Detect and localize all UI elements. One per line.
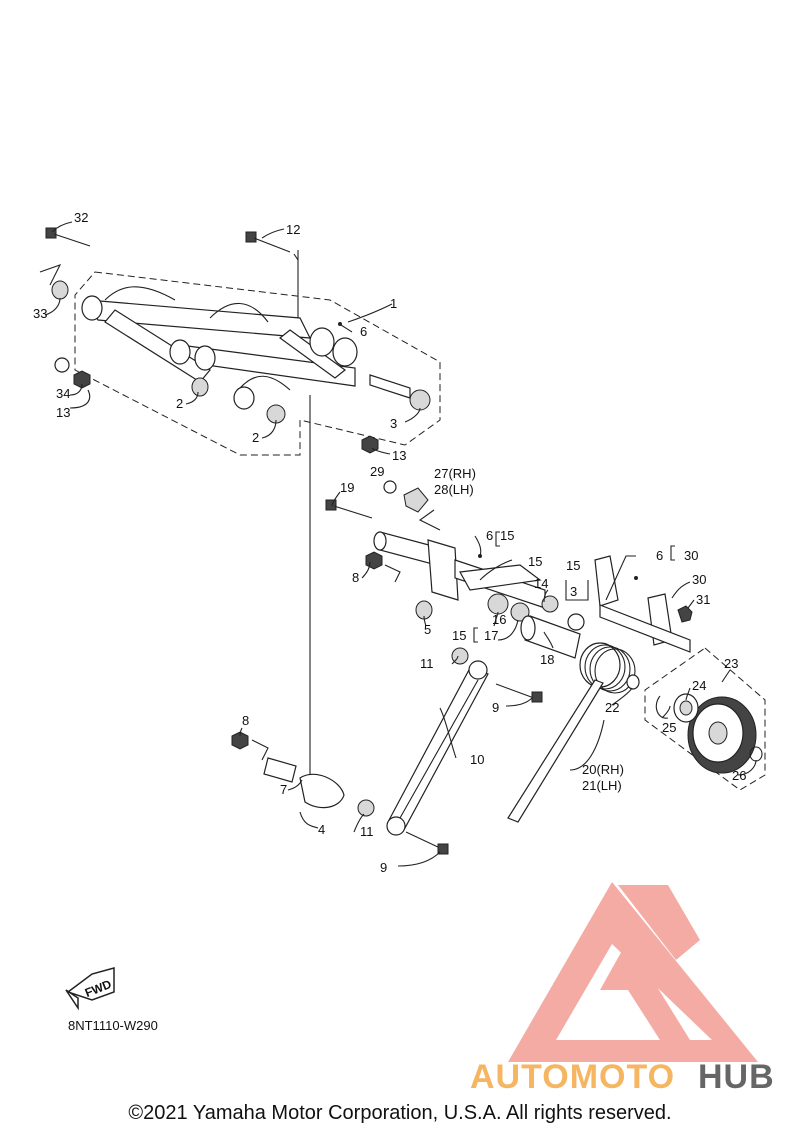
part-label: 22 xyxy=(605,700,619,715)
bolt-12 xyxy=(245,231,291,253)
part-label: 10 xyxy=(470,752,484,767)
part-label: 31 xyxy=(696,592,710,607)
part-label: 33 xyxy=(33,306,47,321)
watermark-logo xyxy=(508,882,758,1062)
bolt-9-lower xyxy=(405,831,449,855)
bracket-6-30 xyxy=(670,545,675,561)
leader-lines xyxy=(39,221,757,867)
bracket-6-15 xyxy=(495,531,500,547)
fwd-arrow-icon: FWD xyxy=(65,967,115,1011)
part-label: 16 xyxy=(492,612,506,627)
pivot-shaft-assembly xyxy=(373,531,585,631)
part-label: 8 xyxy=(242,713,249,728)
part-label: 6 xyxy=(360,324,367,339)
part-label: 28(LH) xyxy=(434,482,474,497)
link-arm xyxy=(386,660,489,836)
part-label: 25 xyxy=(662,720,676,735)
part-label: 29 xyxy=(370,464,384,479)
part-label: 17 xyxy=(484,628,498,643)
part-label: 21(LH) xyxy=(582,778,622,793)
part-label: 11 xyxy=(360,824,374,839)
watermark-text-automoto: AUTOMOTO xyxy=(470,1058,675,1096)
bushing-3-top xyxy=(409,389,431,411)
idler-wheel xyxy=(655,693,763,774)
part-label: 2 xyxy=(252,430,259,445)
part-label: 14 xyxy=(534,576,548,591)
part-label: 15 xyxy=(528,554,542,569)
bracket-15-17 xyxy=(473,627,478,643)
part-label: 3 xyxy=(570,584,577,599)
washer-22 xyxy=(626,674,640,690)
part-label: 13 xyxy=(392,448,406,463)
bolt-19 xyxy=(325,499,373,519)
part-label: 9 xyxy=(380,860,387,875)
wheel-assembly-box xyxy=(644,647,766,791)
bushing-2-upper xyxy=(191,377,209,397)
part-labels: 1 2 2 3 3 4 5 6 6 6 7 8 8 9 9 10 11 11 1… xyxy=(33,210,746,875)
part-label: 9 xyxy=(492,700,499,715)
part-label: 7 xyxy=(280,782,287,797)
part-label: 26 xyxy=(732,768,746,783)
part-label: 27(RH) xyxy=(434,466,476,481)
part-label: 2 xyxy=(176,396,183,411)
copyright-notice: ©2021 Yamaha Motor Corporation, U.S.A. A… xyxy=(128,1102,672,1124)
part-label: 8 xyxy=(352,570,359,585)
part-label: 34 xyxy=(56,386,70,401)
part-label: 6 xyxy=(656,548,663,563)
part-label: 19 xyxy=(340,480,354,495)
clip-upper xyxy=(384,564,401,583)
bracket-4 xyxy=(299,773,345,809)
part-label: 18 xyxy=(540,652,554,667)
bushing-11-lower xyxy=(357,799,375,817)
nut-13-right xyxy=(361,435,379,454)
bolt-31 xyxy=(677,605,693,623)
bolt-9-upper xyxy=(495,683,543,703)
part-label: 30 xyxy=(684,548,698,563)
ring-29 xyxy=(383,480,397,494)
cap-27-28 xyxy=(403,487,429,513)
part-label: 20(RH) xyxy=(582,762,624,777)
clip-lower xyxy=(251,739,269,761)
part-label: 32 xyxy=(74,210,88,225)
diagram-code: 8NT1110-W290 xyxy=(68,1018,158,1033)
torsion-spring xyxy=(507,642,636,823)
part-label: 23 xyxy=(724,656,738,671)
bushing-33 xyxy=(51,280,69,300)
swing-arm-frame xyxy=(81,286,411,410)
part-label: 1 xyxy=(390,296,397,311)
bracket-30 xyxy=(594,555,691,653)
part-label: 24 xyxy=(692,678,706,693)
nut-13-left xyxy=(73,370,91,389)
part-label: 5 xyxy=(424,622,431,637)
washer-34 xyxy=(54,357,70,373)
part-label: 30 xyxy=(692,572,706,587)
part-label: 13 xyxy=(56,405,70,420)
bracket-15-3 xyxy=(565,580,589,601)
bolt-32 xyxy=(45,227,91,247)
nut-8-upper xyxy=(365,551,383,570)
part-label: 15 xyxy=(566,558,580,573)
part-label: 6 xyxy=(486,528,493,543)
part-label: 15 xyxy=(500,528,514,543)
swing-arm-assembly-box xyxy=(74,271,441,456)
part-label: 11 xyxy=(420,656,434,671)
part-label: 3 xyxy=(390,416,397,431)
collar-7 xyxy=(263,757,297,783)
part-label: 15 xyxy=(452,628,466,643)
part-label: 4 xyxy=(318,822,325,837)
part-label: 12 xyxy=(286,222,300,237)
watermark-text-hub: HUB xyxy=(698,1058,775,1096)
